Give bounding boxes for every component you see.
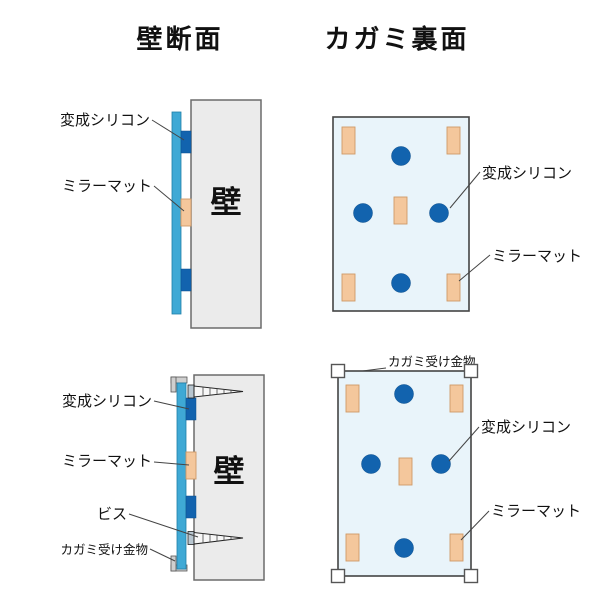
screw-body xyxy=(193,531,244,545)
leader-line xyxy=(153,461,190,466)
mirror-mat-pad xyxy=(398,457,413,486)
mirror-mat-pad xyxy=(185,451,197,480)
label-bracket: カガミ受け金物 xyxy=(388,354,476,369)
mirror-bracket xyxy=(170,555,177,572)
mirror-mat-pad xyxy=(449,384,464,413)
label-mirror-mat: ミラーマット xyxy=(491,502,581,520)
screw xyxy=(187,531,244,545)
mirror-mat-pad xyxy=(341,273,356,302)
leader-line xyxy=(460,510,490,541)
mirror-bracket xyxy=(463,568,479,584)
screw-head xyxy=(187,384,195,399)
label-bracket: カガミ受け金物 xyxy=(60,542,148,557)
label-mirror-mat: ミラーマット xyxy=(62,177,152,195)
mirror-bracket xyxy=(330,568,346,584)
mirror-mat-pad xyxy=(446,273,461,302)
label-silicone: 変成シリコン xyxy=(60,111,150,129)
mirror-mat-pad xyxy=(341,126,356,155)
label-silicone: 変成シリコン xyxy=(62,392,152,410)
silicone-dot xyxy=(429,203,449,223)
mirror-bracket xyxy=(330,363,346,379)
leader-line xyxy=(448,426,480,462)
leader-line xyxy=(149,548,176,562)
silicone-dot xyxy=(391,273,411,293)
leader-line xyxy=(153,400,190,410)
label-silicone: 変成シリコン xyxy=(482,164,572,182)
silicone-pad xyxy=(185,495,197,519)
leader-line xyxy=(458,254,491,282)
label-mirror-mat: ミラーマット xyxy=(62,452,152,470)
silicone-dot xyxy=(394,538,414,558)
leader-line xyxy=(151,119,185,141)
wall-label: 壁 xyxy=(211,185,242,221)
mirror-bracket xyxy=(170,376,177,393)
header-mirror-back: カガミ裏面 xyxy=(324,24,469,55)
diagram-mirror-back-adhesive: 変成シリコン ミラーマット xyxy=(332,116,582,312)
silicone-dot xyxy=(394,384,414,404)
silicone-pad xyxy=(180,268,192,292)
label-silicone: 変成シリコン xyxy=(481,418,571,436)
label-mirror-mat: ミラーマット xyxy=(492,247,582,265)
mirror-mat-pad xyxy=(449,533,464,562)
silicone-dot xyxy=(391,146,411,166)
mirror-mat-pad xyxy=(446,126,461,155)
wall xyxy=(190,99,262,329)
screw-body xyxy=(193,385,244,398)
leader-line xyxy=(128,513,199,538)
mirror-glass xyxy=(176,382,187,570)
diagram-wall-section-adhesive: 壁 変成シリコン ミラーマット xyxy=(60,99,262,329)
mirror-mat-pad xyxy=(345,384,360,413)
diagram-wall-section-hardware: 壁 変成シリコン ミラーマット ビス カガミ受け金物 xyxy=(60,374,265,581)
leader-line xyxy=(153,185,185,212)
silicone-pad xyxy=(180,130,192,154)
silicone-dot xyxy=(361,454,381,474)
mirror-mat-pad xyxy=(180,198,192,227)
mirror-bracket xyxy=(463,363,479,379)
header-wall-section: 壁断面 xyxy=(136,24,223,55)
wall-label: 壁 xyxy=(214,454,245,490)
mirror-mat-pad xyxy=(393,196,408,225)
wall xyxy=(193,374,265,581)
label-screw: ビス xyxy=(97,505,127,523)
leader-line xyxy=(449,171,481,209)
diagram-mirror-back-hardware: カガミ受け金物 変成シリコン ミラーマット xyxy=(330,354,581,584)
mirror-glass xyxy=(171,111,182,315)
silicone-dot xyxy=(431,454,451,474)
mirror-mat-pad xyxy=(345,533,360,562)
silicone-dot xyxy=(353,203,373,223)
screw xyxy=(187,384,244,399)
